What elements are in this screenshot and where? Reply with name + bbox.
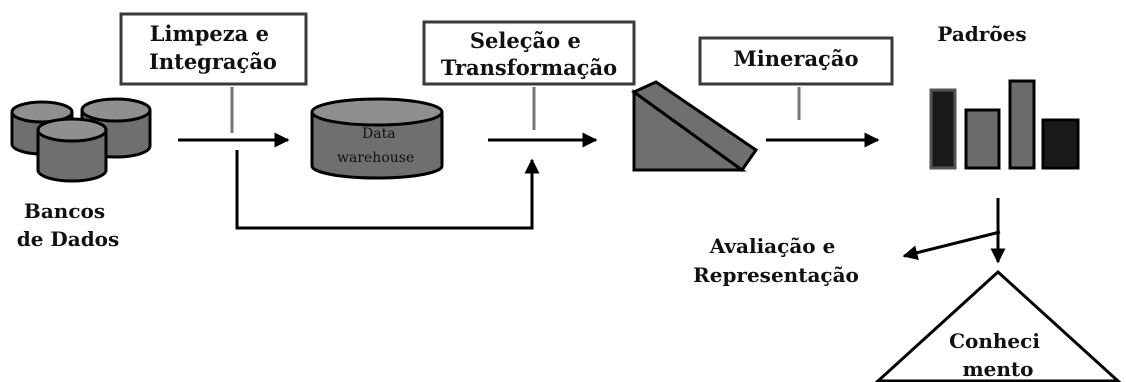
evaluation-label: Avaliação e Representação [693,234,859,287]
data-warehouse-icon [310,97,444,180]
step-box [698,36,894,86]
knowledge-triangle-icon [874,269,1122,382]
step-label: Mineração [734,46,859,71]
step-box [119,12,308,86]
data-warehouse-label: Data warehouse [337,126,414,166]
arrow-to-evaluation [902,230,1001,261]
cleaning-integration-step: Limpeza e Integração [119,12,308,133]
step-label: Limpeza e Integração [149,21,277,74]
step-label: Seleção e Transformação [441,28,617,80]
step-box [422,20,636,86]
pattern-bar [1041,118,1080,170]
pattern-bar [1008,79,1036,170]
bypass-arrow [235,150,540,230]
patterns-label: Padrões [937,22,1026,46]
mining-step: Mineração [698,36,894,120]
databases-label: Bancos de Dados [17,199,120,251]
selection-transformation-step: Seleção e Transformação [422,20,636,130]
database-cylinder [36,117,108,183]
databases-icon [10,97,152,183]
pattern-bar [929,88,957,170]
knowledge-label: Conheci mento [949,329,1047,381]
pattern-bar [964,108,1001,170]
patterns-bars-icon [929,79,1080,170]
mining-icon [631,80,759,173]
